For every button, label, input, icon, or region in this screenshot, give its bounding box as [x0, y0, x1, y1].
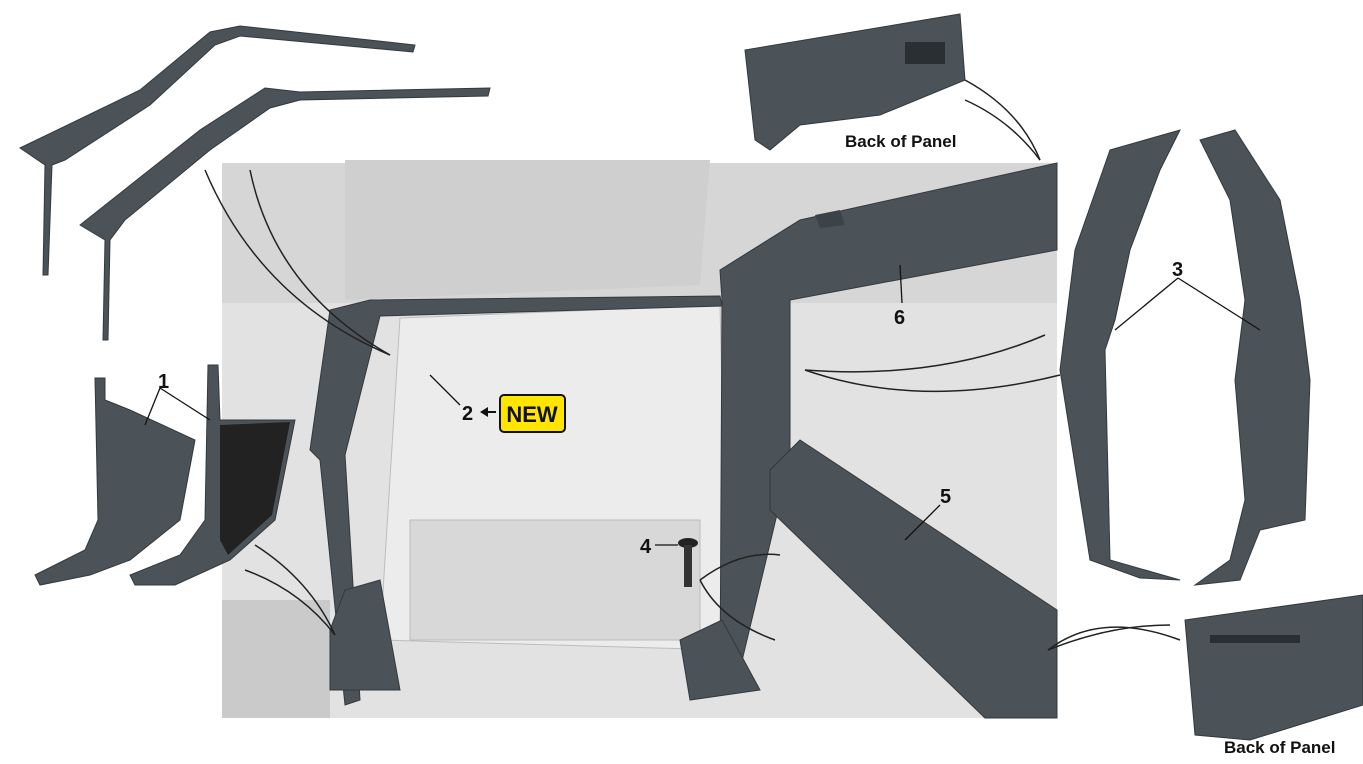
callout-5: 5	[940, 486, 951, 508]
connector-swooshes	[204, 79, 1181, 651]
back-of-panel-bottom-image	[1184, 594, 1363, 741]
leader-lines	[144, 264, 1261, 546]
callout-3: 3	[1172, 259, 1183, 281]
back-of-panel-caption-top: Back of Panel	[845, 132, 957, 151]
back-of-panel-caption-bottom: Back of Panel	[1224, 738, 1336, 757]
part-3-quarter-trims	[1059, 129, 1311, 586]
callout-2: 2	[462, 403, 473, 425]
callout-1: 1	[158, 371, 169, 393]
part-4-screw	[678, 538, 698, 587]
callout-4: 4	[640, 536, 652, 558]
new-badge: NEW	[499, 394, 566, 433]
callout-6: 6	[894, 307, 905, 329]
back-of-panel-top-image	[744, 13, 966, 151]
vehicle-interior-photo	[222, 160, 1058, 719]
arrow-left-icon	[480, 407, 488, 417]
new-badge-label: NEW	[506, 402, 558, 427]
part-1-kick-panels	[34, 364, 296, 586]
part-2-a-pillar-trims	[19, 25, 491, 341]
